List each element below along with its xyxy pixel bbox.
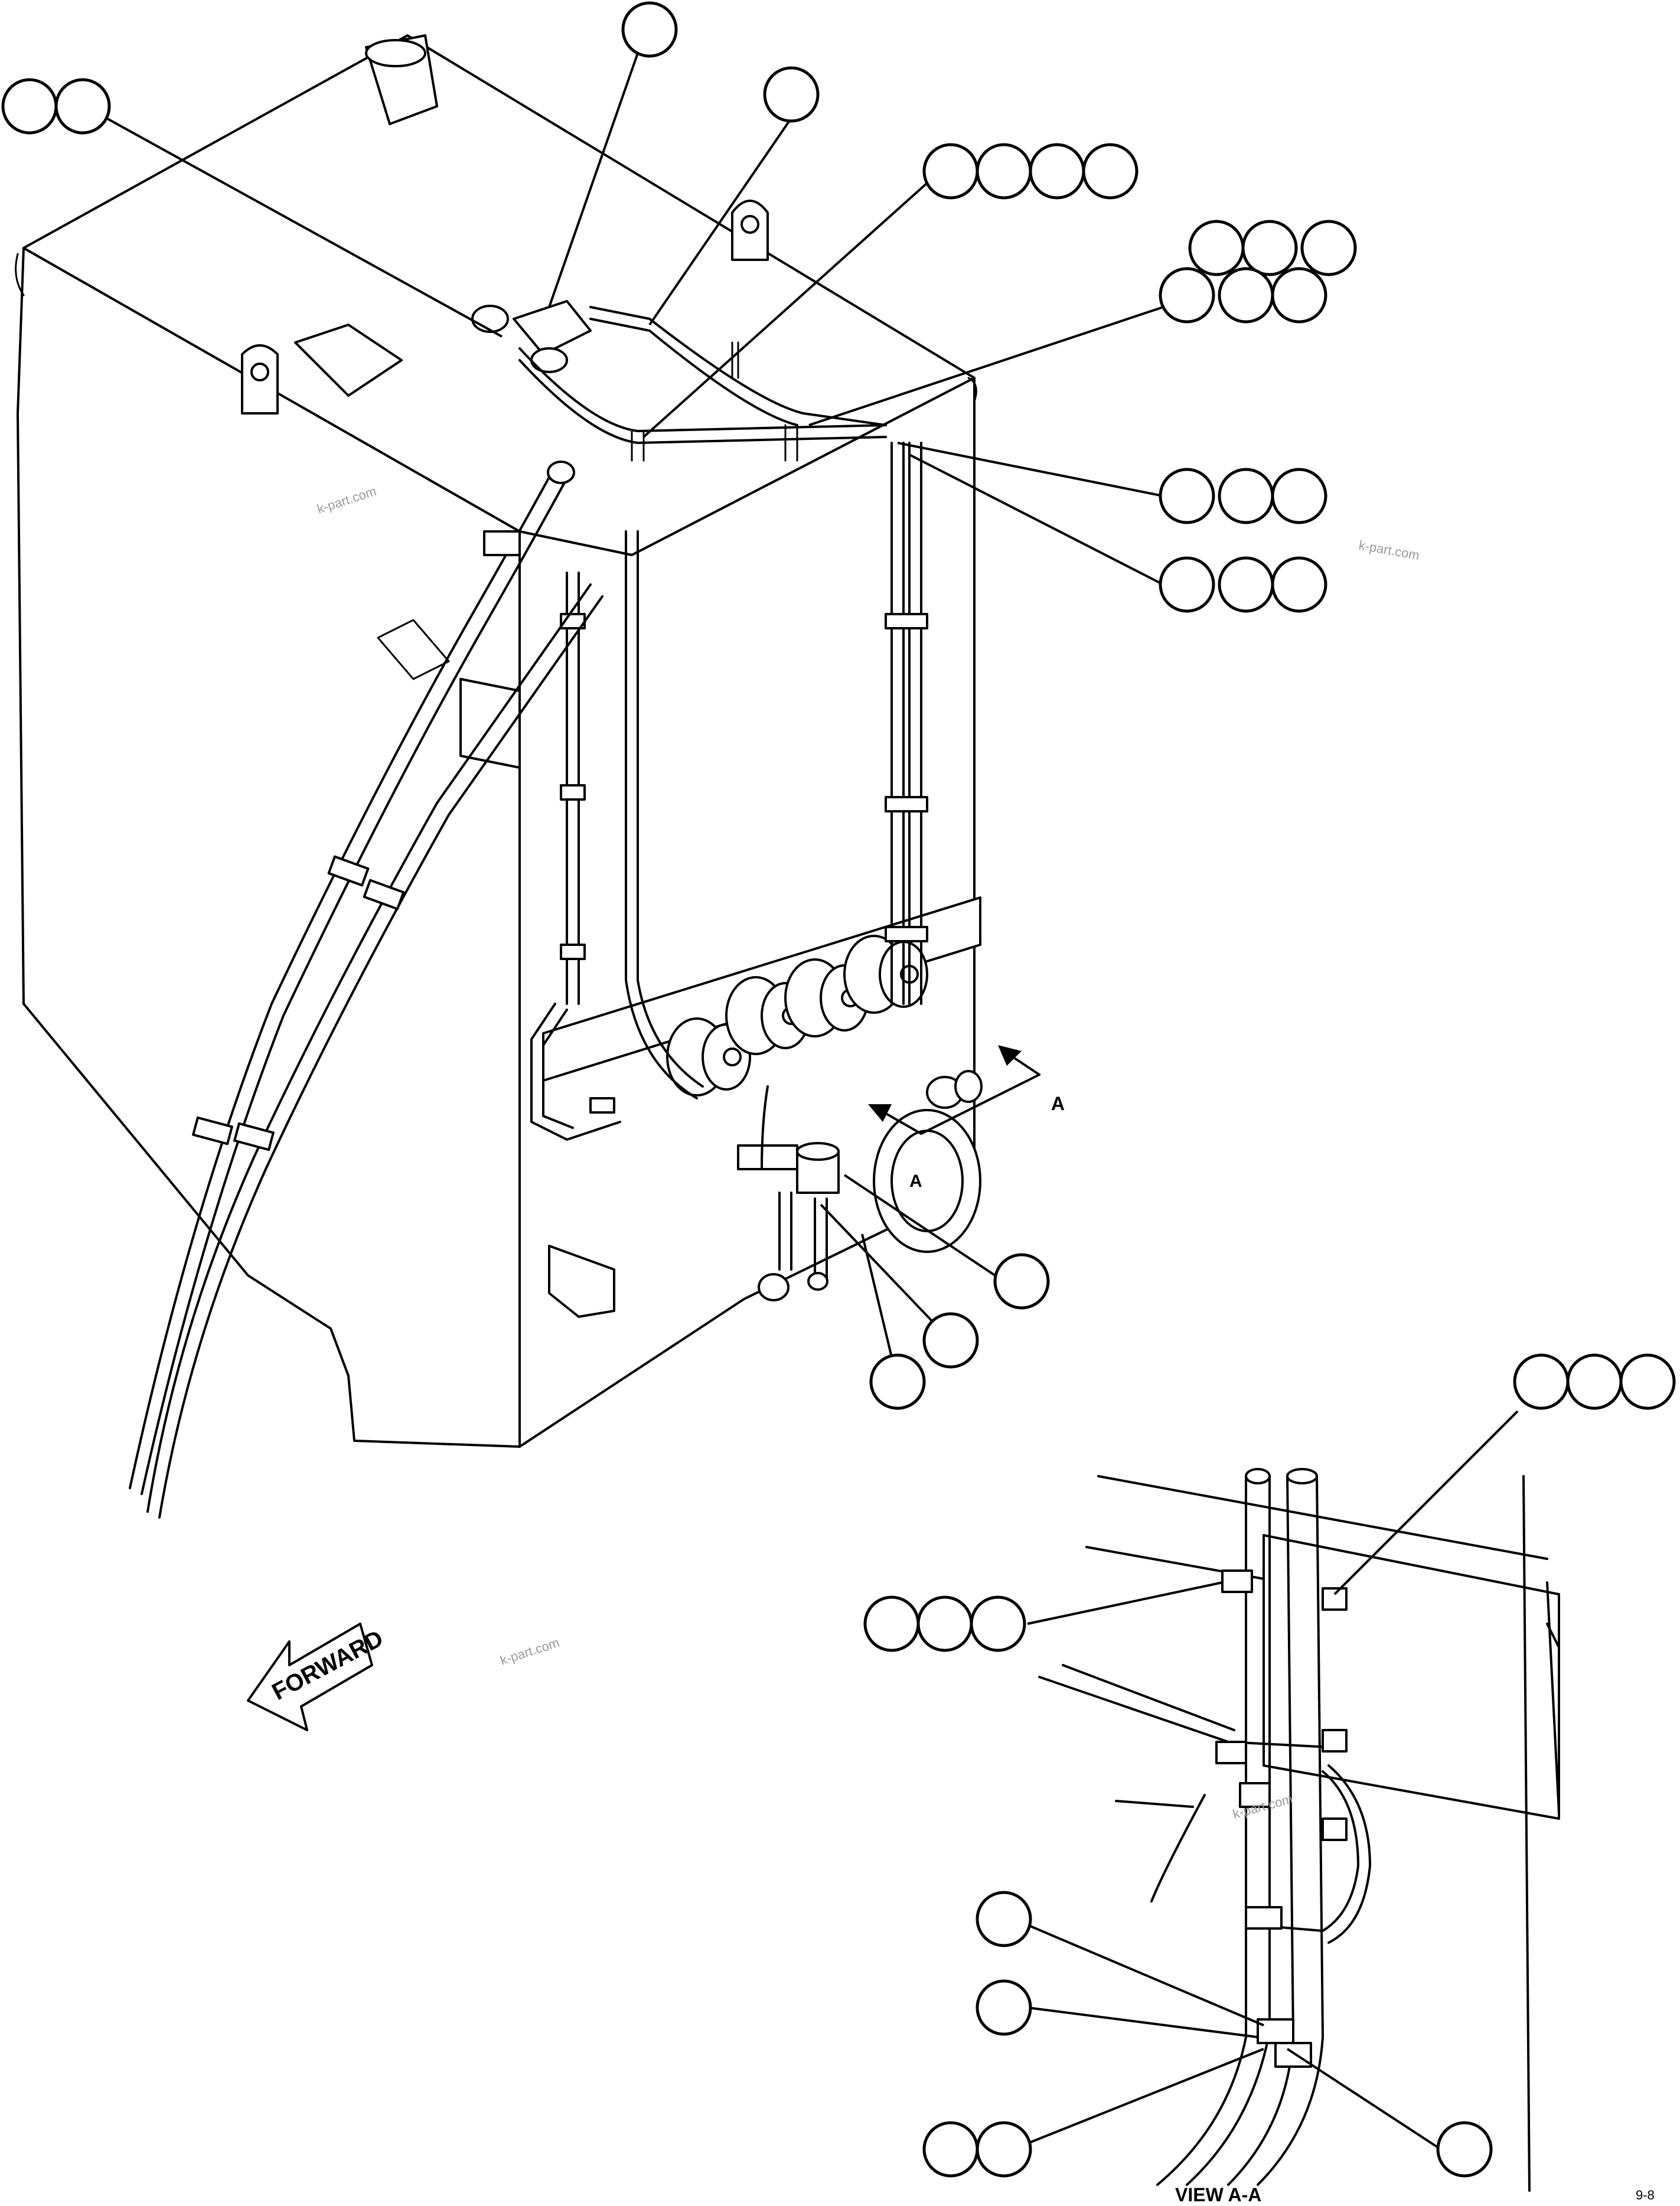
side-bracket	[459, 678, 521, 769]
callout-bubble	[1271, 556, 1327, 613]
callout-bubble	[1436, 2121, 1493, 2178]
callout-bubble	[1271, 267, 1327, 324]
filter-canister	[737, 1142, 840, 1194]
callout-bubble	[1188, 220, 1245, 276]
drawing-code: 9-8	[1636, 2188, 1655, 2202]
callout-bubble	[1241, 220, 1298, 276]
callout-bubble	[1159, 556, 1215, 613]
view-a-arrows: A A	[868, 1045, 1065, 1191]
hose-clips	[560, 613, 928, 1114]
callout-bubble	[922, 1312, 979, 1369]
drain-fitting	[926, 1070, 983, 1109]
detail-clamps	[1215, 1569, 1348, 2068]
callout-bubble	[763, 66, 820, 123]
callout-bubble	[976, 1891, 1032, 1947]
lifting-eye-right	[731, 200, 769, 261]
callout-bubble	[54, 78, 111, 135]
callout-bubble	[922, 143, 979, 200]
callout-bubble	[1619, 1353, 1676, 1410]
callout-bubble	[863, 1595, 920, 1652]
callout-bubble	[916, 1595, 973, 1652]
callout-bubble	[869, 1353, 926, 1410]
callout-bubble	[1566, 1353, 1623, 1410]
callout-bubble	[993, 1253, 1050, 1310]
watermark: k-part.com	[1358, 537, 1421, 563]
callout-bubble	[976, 1979, 1032, 2036]
leader-lines	[106, 53, 1519, 2150]
view-marker-label: A	[1051, 1093, 1065, 1114]
callout-bubble	[1082, 143, 1139, 200]
callout-bubble	[1029, 143, 1085, 200]
callout-bubble	[1218, 556, 1274, 613]
external-hoses	[129, 461, 604, 1519]
view-caption: VIEW A-A	[1175, 2184, 1261, 2205]
bottom-bracket	[548, 1245, 615, 1318]
callout-bubble	[976, 2121, 1032, 2178]
callout-bubble	[970, 1595, 1026, 1652]
callout-bubble	[1, 78, 58, 135]
tank-assembly: A A	[15, 34, 1065, 1519]
callout-bubble	[1218, 267, 1274, 324]
callout-bubble	[1159, 267, 1215, 324]
filler-cap	[365, 34, 438, 125]
forward-arrow: FORWARD	[247, 1623, 387, 1731]
callout-bubble	[1300, 220, 1357, 276]
view-marker-circle-label: A	[909, 1171, 922, 1191]
watermark: k-part.com	[498, 1635, 562, 1668]
callout-bubble	[1159, 468, 1215, 524]
callout-bubble	[1218, 468, 1274, 524]
view-aa-detail: VIEW A-A	[1038, 1468, 1560, 2205]
lifting-eye-left	[241, 344, 279, 415]
callout-bubble	[621, 1, 678, 58]
cover-plate	[294, 324, 403, 397]
callout-bubble	[922, 2121, 979, 2178]
callout-bubble	[976, 143, 1032, 200]
callout-bubble	[1513, 1353, 1570, 1410]
callout-bubble	[1271, 468, 1327, 524]
valve-bank	[666, 935, 928, 1097]
